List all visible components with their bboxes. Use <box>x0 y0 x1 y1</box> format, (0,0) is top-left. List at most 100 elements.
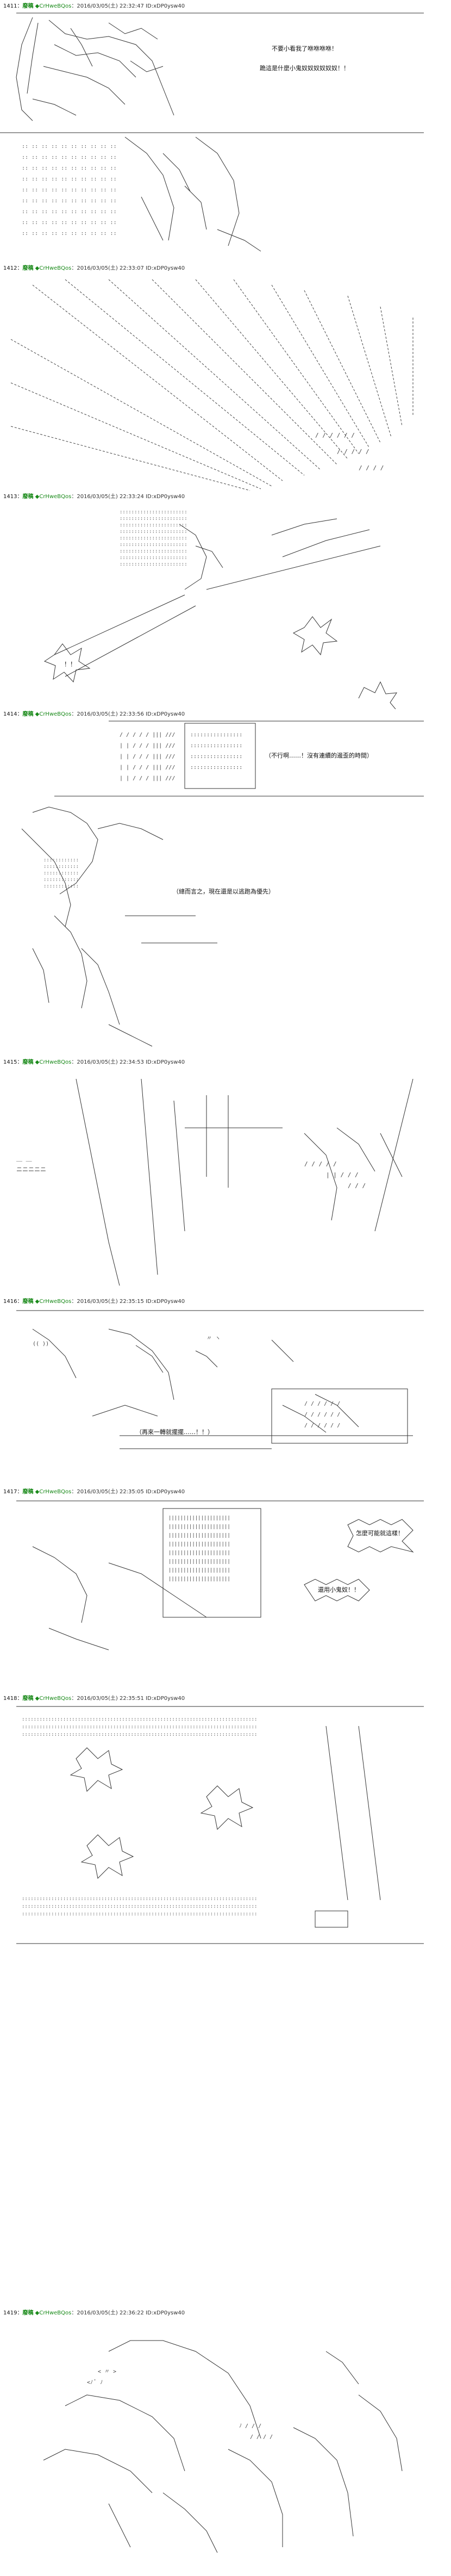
post-number[interactable]: 1416： <box>3 1299 23 1305</box>
ascii-art-drawing: ＿ ＿ ニニニニニ / / / / / | | / / / / / / <box>16 1078 414 1286</box>
ascii-art: ＿ ＿ ニニニニニ / / / / / | | / / / / / / <box>0 1068 451 1296</box>
post-header: 1414：廢稿 ◆CrHweBQos：2016/03/05(土) 22:33:5… <box>3 710 185 719</box>
svg-text:/ / / /: / / / / <box>359 464 384 471</box>
svg-text:::::::::::::: :::::::::::: <box>43 877 79 883</box>
svg-text:::::::::::::: :::::::::::: <box>43 858 79 863</box>
svg-text::: :: :: :: :: :: :: :: :: ::: :: :: :: :: :: :: :: :: :: :: <box>22 220 117 226</box>
svg-text:/ / / / / ||| ///: / / / / / ||| /// <box>120 732 175 738</box>
ascii-art: / / / / / ||| /// | | / / / ||| /// | | … <box>0 720 451 1057</box>
svg-text:＿ ＿: ＿ ＿ <box>16 1155 32 1162</box>
svg-text:/ / / /: / / / / <box>250 2434 273 2440</box>
post-header: 1419：廢稿 ◆CrHweBQos：2016/03/05(土) 22:36:2… <box>3 2309 185 2318</box>
dialog-line: （再來一轉就擺擺……！！） <box>136 1429 214 1436</box>
ascii-art-drawing: (( )) 〃 ヽ / / / / / / / / / / / / / / / … <box>16 1310 424 1449</box>
svg-text:::::::::::::::::: :::::::::::::::: <box>190 732 242 738</box>
svg-text:ニニニニニ: ニニニニニ <box>16 1166 46 1173</box>
svg-text:|||||||||||||||||||||: ||||||||||||||||||||| <box>168 1550 230 1556</box>
poster-name: 廢稿 <box>22 711 34 717</box>
poster-trip: ◆CrHweBQos <box>35 1299 72 1305</box>
svg-text:|||||||||||||||||||||: ||||||||||||||||||||| <box>168 1524 230 1530</box>
svg-text:ﾉ / / /: ﾉ / / / <box>239 2423 261 2429</box>
svg-text:/ / / / / /: / / / / / / <box>304 1423 340 1429</box>
post-meta: ：2016/03/05(土) 22:36:22 ID:xDP0ysw40 <box>71 2310 185 2316</box>
post-number[interactable]: 1412： <box>3 265 23 271</box>
post-number[interactable]: 1417： <box>3 1489 23 1495</box>
svg-text:::::::::::::::::: :::::::::::::::: <box>190 754 242 760</box>
poster-trip: ◆CrHweBQos <box>35 3 72 9</box>
poster-name: 廢稿 <box>22 1489 34 1495</box>
post-number[interactable]: 1413： <box>3 494 23 500</box>
svg-text:<ﾉ ﾟ ﾉ: <ﾉ ﾟ ﾉ <box>87 2379 103 2386</box>
post-number[interactable]: 1415： <box>3 1059 23 1065</box>
svg-text:〃 ヽ: 〃 ヽ <box>206 1336 221 1342</box>
poster-trip: ◆CrHweBQos <box>35 494 72 500</box>
svg-text:|||||||||||||||||||||: ||||||||||||||||||||| <box>168 1516 230 1521</box>
post-number[interactable]: 1411： <box>3 3 23 9</box>
svg-text::::::::::::::::::::::::: ::::::::::::::::::::::: <box>120 529 187 535</box>
poster-trip: ◆CrHweBQos <box>35 1489 72 1495</box>
svg-text:::::::::::::: :::::::::::: <box>43 864 79 870</box>
svg-text:::::::::::::::::::::::::::::::: ::::::::::::::::::::::::::::::::::::::::… <box>22 1732 257 1737</box>
post-meta: ：2016/03/05(土) 22:33:07 ID:xDP0ysw40 <box>71 265 185 271</box>
post-number[interactable]: 1414： <box>3 711 23 717</box>
dialog-line: 不要小看我了咻咻咻咻！ <box>272 45 337 52</box>
svg-text::::::::::::::::::::::::: ::::::::::::::::::::::: <box>120 562 187 567</box>
post-header: 1413：廢稿 ◆CrHweBQos：2016/03/05(土) 22:33:2… <box>3 493 185 501</box>
svg-text:::::::::::::: :::::::::::: <box>43 884 79 889</box>
dialog-line: （不行啊……！沒有連續的邊歪的時間） <box>265 752 373 759</box>
svg-text::::::::::::::::::::::::: ::::::::::::::::::::::: <box>120 549 187 554</box>
svg-text::: :: :: :: :: :: :: :: :: ::: :: :: :: :: :: :: :: :: :: :: <box>22 154 117 160</box>
svg-text::: :: :: :: :: :: :: :: :: ::: :: :: :: :: :: :: :: :: :: :: <box>22 144 117 150</box>
post-meta: ：2016/03/05(土) 22:35:15 ID:xDP0ysw40 <box>71 1299 185 1305</box>
svg-text:::::::::::::::::::::::::::::::: ::::::::::::::::::::::::::::::::::::::::… <box>22 1896 257 1902</box>
svg-text:/ / / / /: / / / / / <box>304 1160 337 1168</box>
poster-name: 廢稿 <box>22 1696 34 1702</box>
svg-text:| | / / / ||| ///: | | / / / ||| /// <box>120 754 175 760</box>
svg-text:< 〃 >: < 〃 > <box>98 2369 116 2375</box>
svg-text:|||||||||||||||||||||: ||||||||||||||||||||| <box>168 1559 230 1565</box>
post-number[interactable]: 1418： <box>3 1696 23 1702</box>
svg-text:| | / / / ||| ///: | | / / / ||| /// <box>120 743 175 749</box>
post-header: 1412：廢稿 ◆CrHweBQos：2016/03/05(土) 22:33:0… <box>3 264 185 273</box>
dialog-line: ！！ <box>64 661 76 668</box>
svg-text::::::::::::::::::::::::: ::::::::::::::::::::::: <box>120 510 187 515</box>
post-header: 1415：廢稿 ◆CrHweBQos：2016/03/05(土) 22:34:5… <box>3 1058 185 1067</box>
ascii-art-drawing: ||||||||||||||||||||| ||||||||||||||||||… <box>16 1500 424 1650</box>
dialog-line: 怎麼可能就這樣！ <box>356 1530 404 1537</box>
ascii-art: (( )) 〃 ヽ / / / / / / / / / / / / / / / … <box>0 1307 451 1487</box>
svg-text:::::::::::::::::::::::::::::::: ::::::::::::::::::::::::::::::::::::::::… <box>22 1904 257 1909</box>
ascii-art: ::::::::::::::::::::::::::::::::::::::::… <box>0 1704 451 1954</box>
post-header: 1416：廢稿 ◆CrHweBQos：2016/03/05(土) 22:35:1… <box>3 1298 185 1306</box>
ascii-art: ::::::::::::::::::::::: ::::::::::::::::… <box>0 502 451 709</box>
svg-text:/ / / / / /: / / / / / / <box>315 432 355 439</box>
svg-text::::::::::::::::::::::::: ::::::::::::::::::::::: <box>120 523 187 528</box>
post-meta: ：2016/03/05(土) 22:33:56 ID:xDP0ysw40 <box>71 711 185 717</box>
svg-text:/ / /: / / / <box>348 1182 366 1189</box>
dialog-line: （總而言之，現在還是以逃跑為優先） <box>173 888 274 895</box>
svg-text::: :: :: :: :: :: :: :: :: ::: :: :: :: :: :: :: :: :: :: :: <box>22 165 117 171</box>
svg-text:/ / / / / /: / / / / / / <box>304 1412 340 1418</box>
svg-text:/ / / / /: / / / / / <box>337 448 369 455</box>
poster-trip: ◆CrHweBQos <box>35 1059 72 1065</box>
ascii-art: < 〃 > <ﾉ ﾟ ﾉ ﾉ / / / / / / / <box>0 2319 451 2563</box>
svg-text:| | / / / ||| ///: | | / / / ||| /// <box>120 765 175 771</box>
post-header: 1418：廢稿 ◆CrHweBQos：2016/03/05(土) 22:35:5… <box>3 1694 185 1703</box>
poster-name: 廢稿 <box>22 3 34 9</box>
svg-text::::::::::::::::::::::::: ::::::::::::::::::::::: <box>120 536 187 541</box>
ascii-art-drawing: < 〃 > <ﾉ ﾟ ﾉ ﾉ / / / / / / / <box>43 2340 403 2553</box>
post-meta: ：2016/03/05(土) 22:35:51 ID:xDP0ysw40 <box>71 1696 185 1702</box>
svg-text:::::::::::::: :::::::::::: <box>43 871 79 876</box>
poster-name: 廢稿 <box>22 1299 34 1305</box>
svg-text::: :: :: :: :: :: :: :: :: ::: :: :: :: :: :: :: :: :: :: :: <box>22 231 117 237</box>
post-number[interactable]: 1419： <box>3 2310 23 2316</box>
ascii-art-drawing: / / / / / ||| /// | | / / / ||| /// | | … <box>21 721 424 1047</box>
ascii-art-drawing: :: :: :: :: :: :: :: :: :: :: :: :: :: :… <box>0 13 424 252</box>
svg-text:|||||||||||||||||||||: ||||||||||||||||||||| <box>168 1533 230 1538</box>
ascii-art: / / / / / / / / / / / / / / / <box>0 274 451 492</box>
poster-name: 廢稿 <box>22 265 34 271</box>
poster-trip: ◆CrHweBQos <box>35 265 72 271</box>
post-header: 1411：廢稿 ◆CrHweBQos：2016/03/05(土) 22:32:4… <box>3 2 185 11</box>
poster-name: 廢稿 <box>22 1059 34 1065</box>
poster-trip: ◆CrHweBQos <box>35 1696 72 1702</box>
poster-name: 廢稿 <box>22 494 34 500</box>
